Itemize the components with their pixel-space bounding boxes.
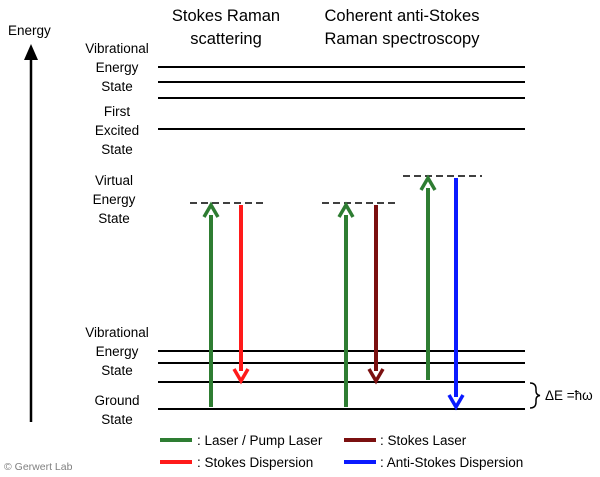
virtual-label-2: Energy xyxy=(93,192,136,207)
header-stokes-line1: Stokes Raman xyxy=(172,7,280,25)
arrow-head xyxy=(419,174,437,191)
virtual-label-1: Virtual xyxy=(95,173,133,188)
upper-vibrational-label-3: State xyxy=(101,79,133,94)
upper-vibrational-label-2: Energy xyxy=(96,60,139,75)
arrow-head xyxy=(232,368,250,385)
header-stokes-line2: scattering xyxy=(190,30,262,48)
legend-label-pump: : Laser / Pump Laser xyxy=(197,433,323,448)
arrow-head xyxy=(337,201,355,218)
upper-vibrational-label-1: Vibrational xyxy=(85,41,149,56)
lower-vibrational-label-2: Energy xyxy=(96,344,139,359)
arrow-head xyxy=(202,201,220,218)
legend: : Laser / Pump Laser : Stokes Laser : St… xyxy=(160,433,523,470)
arrow-cars-pump-1 xyxy=(337,201,355,407)
virtual-label-3: State xyxy=(98,211,130,226)
legend-label-stokes-laser: : Stokes Laser xyxy=(380,433,467,448)
arrow-cars-pump-2 xyxy=(419,174,437,380)
arrow-head xyxy=(367,368,385,385)
first-excited-label-3: State xyxy=(101,142,133,157)
first-excited-label-2: Excited xyxy=(95,123,139,138)
legend-label-stokes-dispersion: : Stokes Dispersion xyxy=(197,455,313,470)
arrow-head xyxy=(447,394,465,411)
header-cars-line1: Coherent anti-Stokes xyxy=(324,7,479,25)
lower-vibrational-label-3: State xyxy=(101,363,133,378)
ground-label-2: State xyxy=(101,412,133,427)
arrow-stokes-pump xyxy=(202,201,220,407)
ground-label-1: Ground xyxy=(94,393,139,408)
lower-vibrational-label-1: Vibrational xyxy=(85,325,149,340)
delta-e-label: ΔE =ħω xyxy=(545,388,593,403)
energy-axis-label: Energy xyxy=(8,23,51,38)
legend-label-anti-stokes: : Anti-Stokes Dispersion xyxy=(380,455,523,470)
arrow-cars-stokes-laser xyxy=(367,205,385,385)
header-cars-line2: Raman spectroscopy xyxy=(325,30,481,48)
energy-axis-arrowhead xyxy=(24,44,38,60)
arrow-cars-anti-stokes xyxy=(447,178,465,411)
arrow-stokes-dispersion xyxy=(232,205,250,385)
credit-text: © Gerwert Lab xyxy=(4,461,73,473)
delta-e-brace xyxy=(529,382,541,409)
first-excited-label-1: First xyxy=(104,104,130,119)
